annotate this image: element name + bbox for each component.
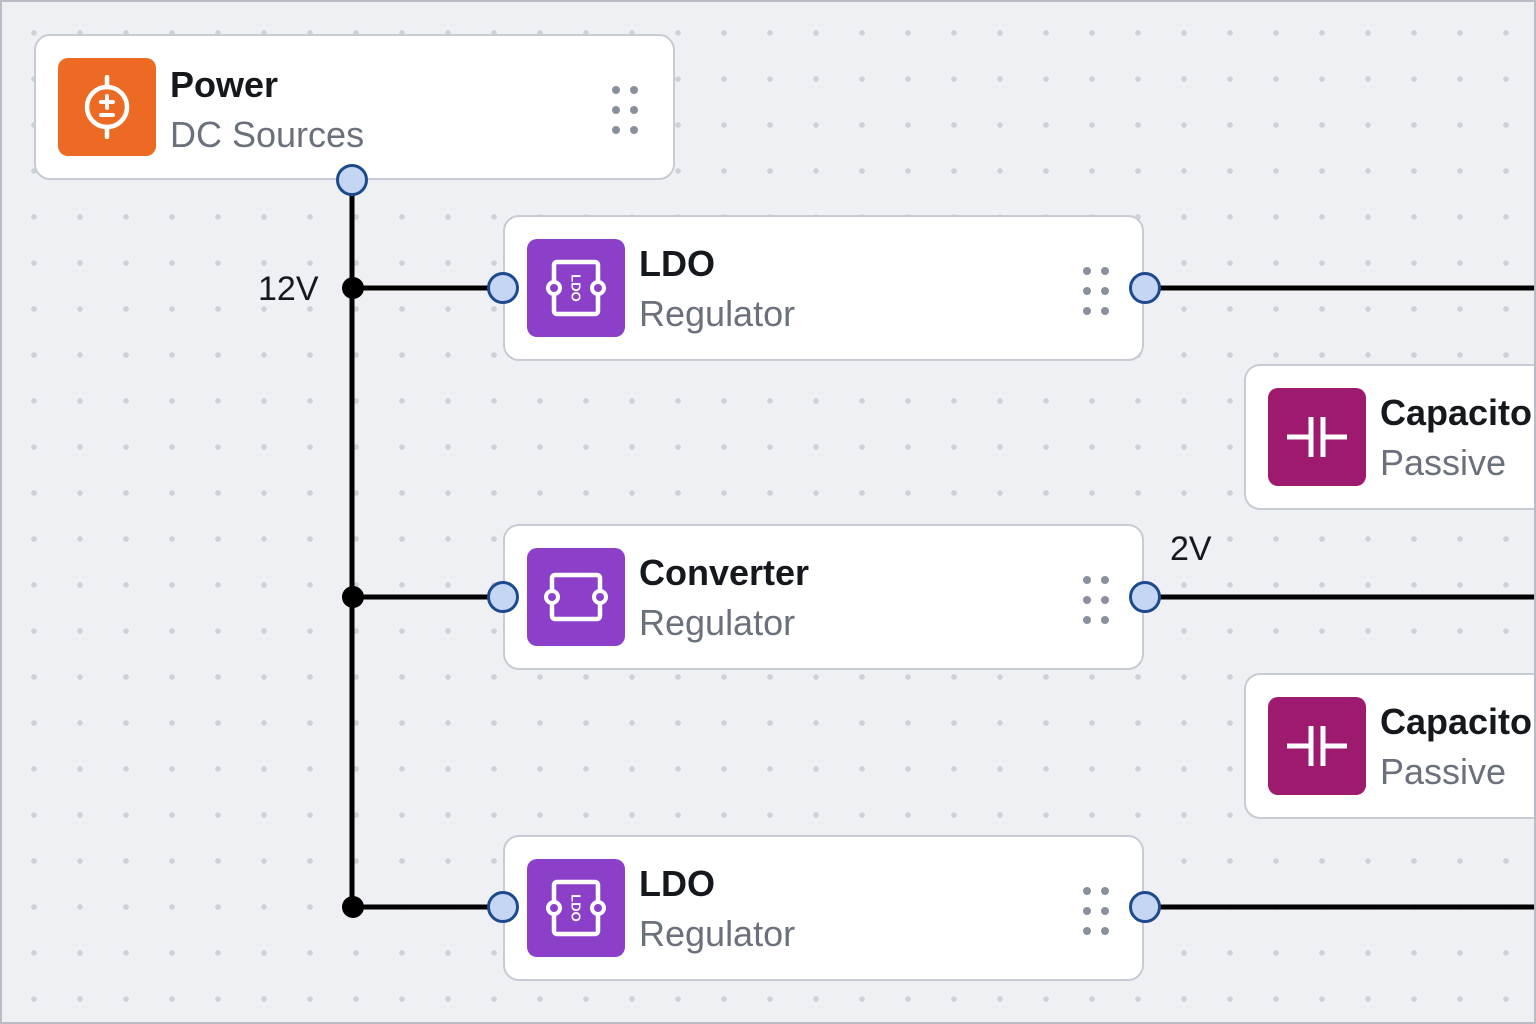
- power-source-icon: [84, 75, 130, 139]
- edge-label-12v: 12V: [258, 270, 319, 308]
- capacitor-icon: [1287, 417, 1347, 457]
- junction-dot: [342, 277, 364, 299]
- drag-handle-icon[interactable]: [1083, 576, 1117, 624]
- node-subtitle: DC Sources: [170, 114, 365, 155]
- ldo-node-icon-box: LDO: [527, 239, 625, 337]
- node-title: Capacitor: [1380, 392, 1536, 433]
- node-subtitle: Regulator: [639, 602, 796, 643]
- node-title: LDO: [639, 863, 715, 904]
- ldo-bottom-output-port[interactable]: [1129, 891, 1161, 923]
- capacitor-node-top[interactable]: Capacitor Passive: [1244, 364, 1536, 510]
- ldo-node-icon-box: LDO: [527, 859, 625, 957]
- junction-dot: [342, 896, 364, 918]
- capacitor-node-bottom[interactable]: Capacitor Passive: [1244, 673, 1536, 819]
- converter-chip-icon: [544, 572, 608, 622]
- ldo-node-top[interactable]: LDO LDO Regulator: [503, 215, 1144, 361]
- capacitor-node-icon-box: [1268, 388, 1366, 486]
- node-subtitle: Regulator: [639, 293, 796, 334]
- node-title: Power: [170, 64, 279, 105]
- node-subtitle: Regulator: [639, 913, 796, 954]
- power-node[interactable]: Power DC Sources: [34, 34, 675, 180]
- node-title: Capacitor: [1380, 701, 1536, 742]
- ldo-bottom-input-port[interactable]: [487, 891, 519, 923]
- drag-handle-icon[interactable]: [1083, 887, 1117, 935]
- svg-text:LDO: LDO: [569, 274, 584, 301]
- node-subtitle: Passive: [1380, 751, 1507, 792]
- ldo-top-input-port[interactable]: [487, 272, 519, 304]
- svg-text:LDO: LDO: [569, 894, 584, 921]
- power-node-icon-box: [58, 58, 156, 156]
- converter-node-icon-box: [527, 548, 625, 646]
- node-title: LDO: [639, 243, 715, 284]
- converter-input-port[interactable]: [487, 581, 519, 613]
- ldo-node-bottom[interactable]: LDO LDO Regulator: [503, 835, 1144, 981]
- node-title: Converter: [639, 552, 810, 593]
- edge-label-2v: 2V: [1170, 530, 1212, 568]
- capacitor-icon: [1287, 726, 1347, 766]
- drag-handle-icon[interactable]: [1083, 267, 1117, 315]
- junction-dot: [342, 586, 364, 608]
- converter-output-port[interactable]: [1129, 581, 1161, 613]
- drag-handle-icon[interactable]: [612, 86, 646, 134]
- node-subtitle: Passive: [1380, 442, 1507, 483]
- ldo-chip-icon: LDO: [546, 879, 606, 937]
- ldo-chip-icon: LDO: [546, 259, 606, 317]
- power-output-port[interactable]: [336, 164, 368, 196]
- capacitor-node-icon-box: [1268, 697, 1366, 795]
- ldo-top-output-port[interactable]: [1129, 272, 1161, 304]
- converter-node[interactable]: Converter Regulator: [503, 524, 1144, 670]
